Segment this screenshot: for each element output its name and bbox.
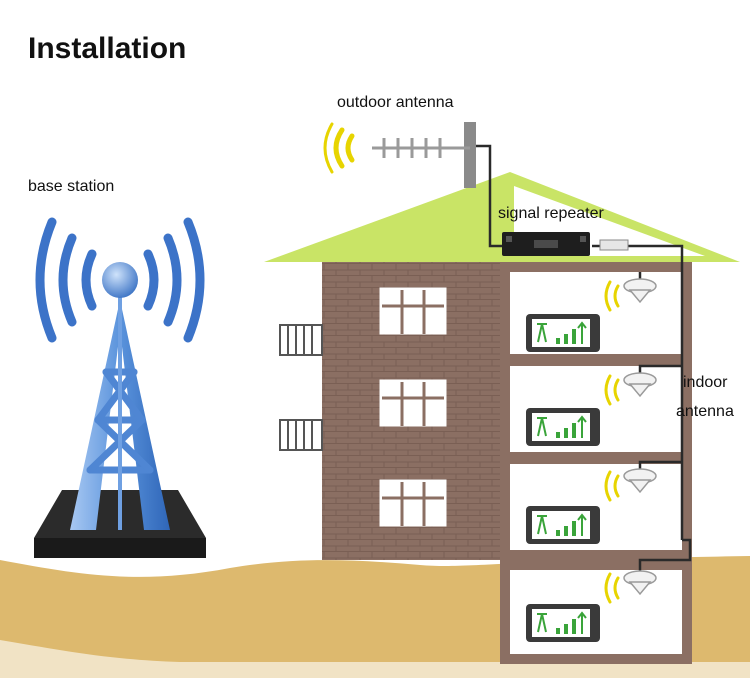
indoor-antenna-label-line1: indoor: [683, 374, 728, 391]
outdoor-signal-waves: [323, 122, 355, 174]
ground-bottom-edge: [0, 640, 750, 678]
antenna-mast: [464, 122, 476, 188]
signal-repeater-label: signal repeater: [498, 205, 604, 222]
page-title: Installation: [28, 32, 187, 65]
phone-signal-icon: [526, 314, 600, 642]
indoor-signal-waves: [604, 280, 620, 604]
cell-tower-icon: [70, 262, 170, 530]
splitter: [599, 239, 629, 251]
window-frames: [382, 290, 444, 526]
windows: [379, 287, 447, 527]
indoor-antenna-label-line2: antenna: [676, 403, 734, 420]
outdoor-antenna-label: outdoor antenna: [337, 94, 454, 111]
tower-signal-waves: [35, 217, 205, 343]
balconies: [279, 324, 323, 451]
ceiling-antenna-icon: [623, 278, 657, 596]
yagi-antenna-icon: [372, 138, 470, 158]
repeater-icon: [502, 232, 590, 256]
base-station-label: base station: [28, 178, 115, 195]
